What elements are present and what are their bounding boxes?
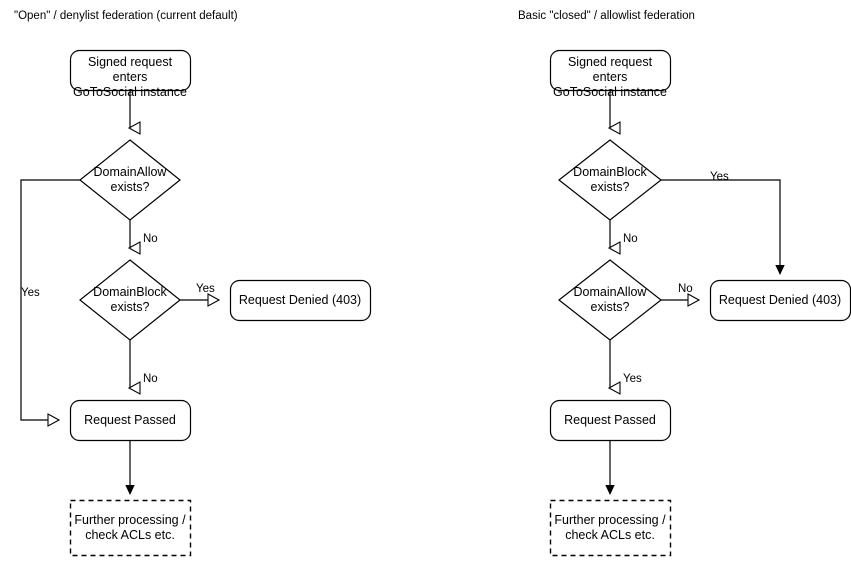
right-node-further-shape <box>549 499 672 557</box>
right-node-entry[interactable] <box>550 50 671 91</box>
left-node-block[interactable] <box>80 260 181 341</box>
right-diagram-edges <box>605 90 785 495</box>
left-diagram-edges <box>20 90 221 495</box>
left-node-entry[interactable] <box>70 50 191 91</box>
left-diagram-title: "Open" / denylist federation (current de… <box>14 10 238 22</box>
right-diagram-shapes <box>549 49 851 557</box>
right-node-block[interactable] <box>559 140 662 221</box>
left-node-allow[interactable] <box>80 140 181 221</box>
left-node-further-shape <box>69 499 192 557</box>
left-node-denied-shape <box>229 279 372 322</box>
right-edge-block-denied <box>661 179 785 275</box>
left-node-further[interactable] <box>70 500 191 556</box>
left-edge-allow-passed <box>20 179 80 427</box>
right-diagram-title: Basic "closed" / allowlist federation <box>518 10 695 22</box>
right-node-denied[interactable] <box>710 280 851 321</box>
right-node-allow[interactable] <box>559 260 662 341</box>
left-node-denied[interactable] <box>230 280 371 321</box>
right-node-passed[interactable] <box>550 400 671 441</box>
left-node-passed[interactable] <box>70 400 191 441</box>
right-node-further[interactable] <box>550 500 671 556</box>
